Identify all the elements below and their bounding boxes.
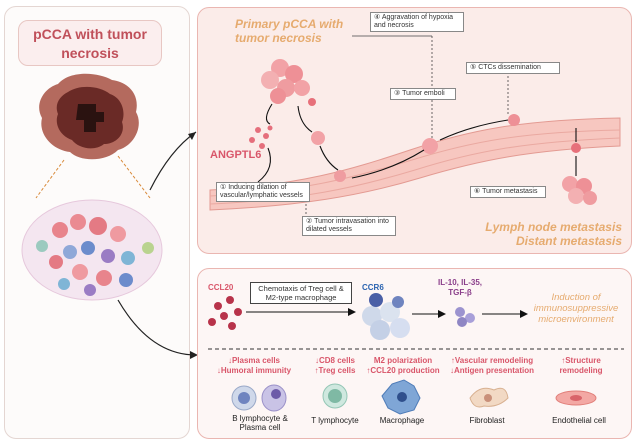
page-title: pCCA with tumor necrosis [18,20,162,66]
ccl20-label: CCL20 [208,283,234,292]
angptl6-dots-icon [249,125,273,149]
macrophage-icon [381,379,421,415]
endothelial-name: Endothelial cell [552,416,606,425]
macrophage-effect: M2 polarization ↑CCL20 production [366,356,440,375]
t-cell-name: T lymphocyte [311,416,359,425]
induction-label: Induction of immunosuppressive microenvi… [533,292,619,325]
distant-metastasis: Distant metastasis [515,234,622,248]
macrophage-name: Macrophage [379,416,425,425]
primary-tumor-title: Primary pCCA with tumor necrosis [235,17,344,45]
step-emboli-label: ③ Tumor emboli [390,88,456,100]
tumor-emboli-icon [311,131,325,145]
step-aggravation-label: ④ Aggravation of hypoxia and necrosis [370,12,464,32]
metastasis-cluster-icon [562,176,597,205]
b-cell-name: B lymphocyte & Plasma cell [232,414,288,432]
b-lymphocyte-icon [231,384,287,412]
t-cell-effect: ↓CD8 cells ↑Treg cells [314,356,356,375]
fibroblast-icon [469,387,509,408]
endothelial-effect: ↑Structure remodeling [559,356,603,375]
primary-tumor-icon [261,59,316,106]
ccl20-dots-icon [208,296,242,330]
angptl6-label: ANGPTL6 [210,149,262,161]
cytokines-label: IL-10, IL-35, TGF-β [437,278,482,297]
step-intravasation-label: ② Tumor intravasation into dilated vesse… [302,216,396,236]
tumor-tissue-icon [39,73,139,160]
fibroblast-name: Fibroblast [469,416,505,425]
cytokine-dots-icon [455,307,475,327]
lymph-node-metastasis: Lymph node metastasis [485,220,622,234]
chemotaxis-box: Chemotaxis of Treg cell & M2-type macrop… [250,282,352,304]
ccr6-label: CCR6 [362,283,384,292]
endothelial-cell-icon [555,390,597,406]
immune-cells-cluster-icon [362,293,410,340]
step-ctcs-label: ⑤ CTCs dissemination [466,62,560,74]
step-metastasis-label: ⑥ Tumor metastasis [470,186,546,198]
tumor-microenvironment-icon [21,199,163,301]
b-cell-effect: ↓Plasma cells ↓Humoral immunity [216,356,292,375]
fibroblast-effect: ↑Vascular remodeling ↓Antigen presentati… [449,356,534,375]
step-dilation-label: ① Inducing dilation of vascular/lymphati… [216,182,310,202]
t-lymphocyte-icon [322,383,348,409]
